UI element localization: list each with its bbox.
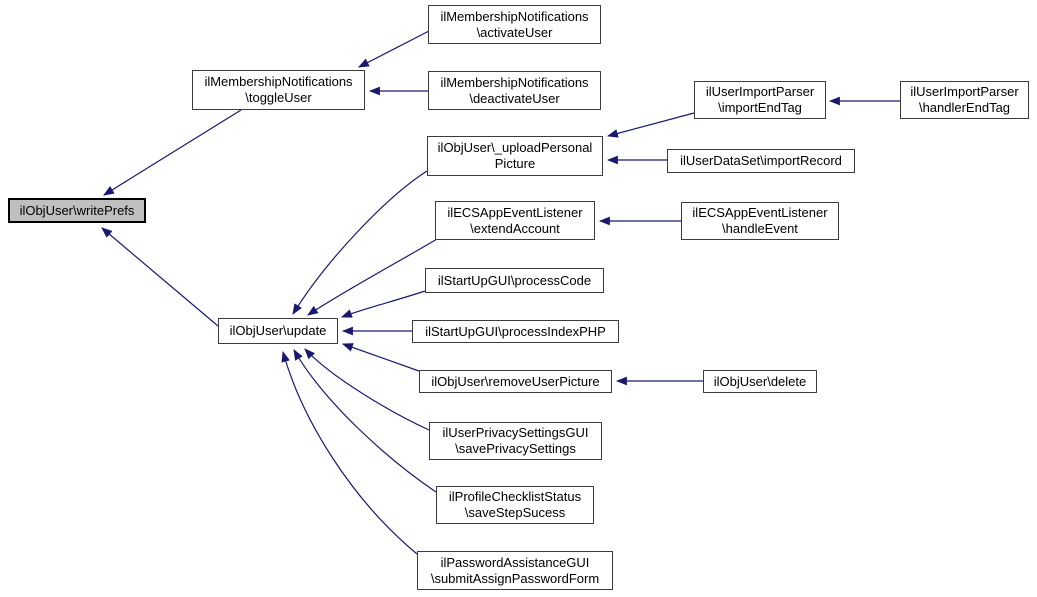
node-label: ilStartUpGUI\processCode	[437, 272, 592, 288]
edge-submitassign-update	[281, 350, 418, 555]
node-iluserimportparser-handlerendtag[interactable]: ilUserImportParser \handlerEndTag	[900, 81, 1029, 119]
node-iluserdataset-importrecord[interactable]: ilUserDataSet\importRecord	[667, 149, 855, 173]
edge-extendaccount-update	[307, 238, 438, 316]
edge-processcode-update	[340, 290, 426, 318]
node-ilobjuser-removeuserpicture[interactable]: ilObjUser\removeUserPicture	[419, 370, 612, 393]
node-label: ilECSAppEventListener \extendAccount	[447, 204, 583, 236]
node-label: ilECSAppEventListener \handleEvent	[692, 205, 828, 236]
node-ilobjuser-delete[interactable]: ilObjUser\delete	[703, 370, 817, 393]
node-ilecsappeventlistener-handleevent[interactable]: ilECSAppEventListener \handleEvent	[681, 202, 839, 240]
node-label: ilMembershipNotifications \activateUser	[440, 8, 589, 40]
node-label: ilMembershipNotifications \toggleUser	[204, 74, 353, 105]
node-ilstartupgui-processindexphp[interactable]: ilStartUpGUI\processIndexPHP	[412, 320, 619, 343]
node-label: ilPasswordAssistanceGUI \submitAssignPas…	[430, 554, 600, 586]
edge-upload-update	[292, 170, 428, 315]
edge-savestep-update	[293, 349, 437, 493]
node-label: ilUserPrivacySettingsGUI \savePrivacySet…	[442, 425, 589, 456]
edge-activateuser-toggleuser	[358, 30, 430, 68]
edge-saveprivacy-update	[304, 348, 430, 431]
node-label: ilUserImportParser \handlerEndTag	[910, 84, 1019, 115]
node-label: ilObjUser\removeUserPicture	[431, 373, 600, 389]
node-ilobjuser-update[interactable]: ilObjUser\update	[218, 318, 338, 344]
node-label: ilUserImportParser \importEndTag	[705, 84, 815, 115]
node-ilmembershipnotifications-deactivateuser[interactable]: ilMembershipNotifications \deactivateUse…	[428, 71, 601, 110]
node-ilstartupgui-processcode[interactable]: ilStartUpGUI\processCode	[425, 268, 604, 293]
node-ilobjuser-uploadpersonalpicture[interactable]: ilObjUser\_uploadPersonal Picture	[427, 136, 603, 176]
node-label: ilProfileChecklistStatus \saveStepSucess	[448, 489, 582, 520]
node-ilpasswordassistancegui-submitassignpasswordform[interactable]: ilPasswordAssistanceGUI \submitAssignPas…	[417, 551, 613, 590]
node-ilmembershipnotifications-activateuser[interactable]: ilMembershipNotifications \activateUser	[428, 5, 601, 44]
node-label: ilObjUser\writePrefs	[19, 202, 135, 218]
node-iluserimportparser-importendtag[interactable]: ilUserImportParser \importEndTag	[694, 81, 826, 119]
edge-toggleuser-writeprefs	[103, 109, 242, 196]
node-ilprofilecheckliststatus-savestepsucess[interactable]: ilProfileChecklistStatus \saveStepSucess	[436, 486, 594, 524]
node-label: ilStartUpGUI\processIndexPHP	[425, 323, 606, 339]
edge-importendtag-upload	[606, 112, 695, 138]
node-iluserprivacysettingsgui-saveprivacysettings[interactable]: ilUserPrivacySettingsGUI \savePrivacySet…	[429, 422, 602, 460]
node-ilecsappeventlistener-extendaccount[interactable]: ilECSAppEventListener \extendAccount	[435, 201, 595, 240]
edge-update-writeprefs	[101, 227, 219, 327]
node-label: ilObjUser\delete	[713, 373, 807, 389]
edge-removeuserpicture-update	[341, 343, 420, 372]
node-label: ilObjUser\_uploadPersonal Picture	[437, 140, 593, 171]
node-ilmembershipnotifications-toggleuser[interactable]: ilMembershipNotifications \toggleUser	[192, 70, 365, 110]
node-label: ilUserDataSet\importRecord	[680, 153, 842, 168]
node-label: ilMembershipNotifications \deactivateUse…	[440, 74, 589, 106]
node-label: ilObjUser\update	[229, 323, 327, 338]
node-ilobjuser-writeprefs: ilObjUser\writePrefs	[8, 198, 146, 223]
